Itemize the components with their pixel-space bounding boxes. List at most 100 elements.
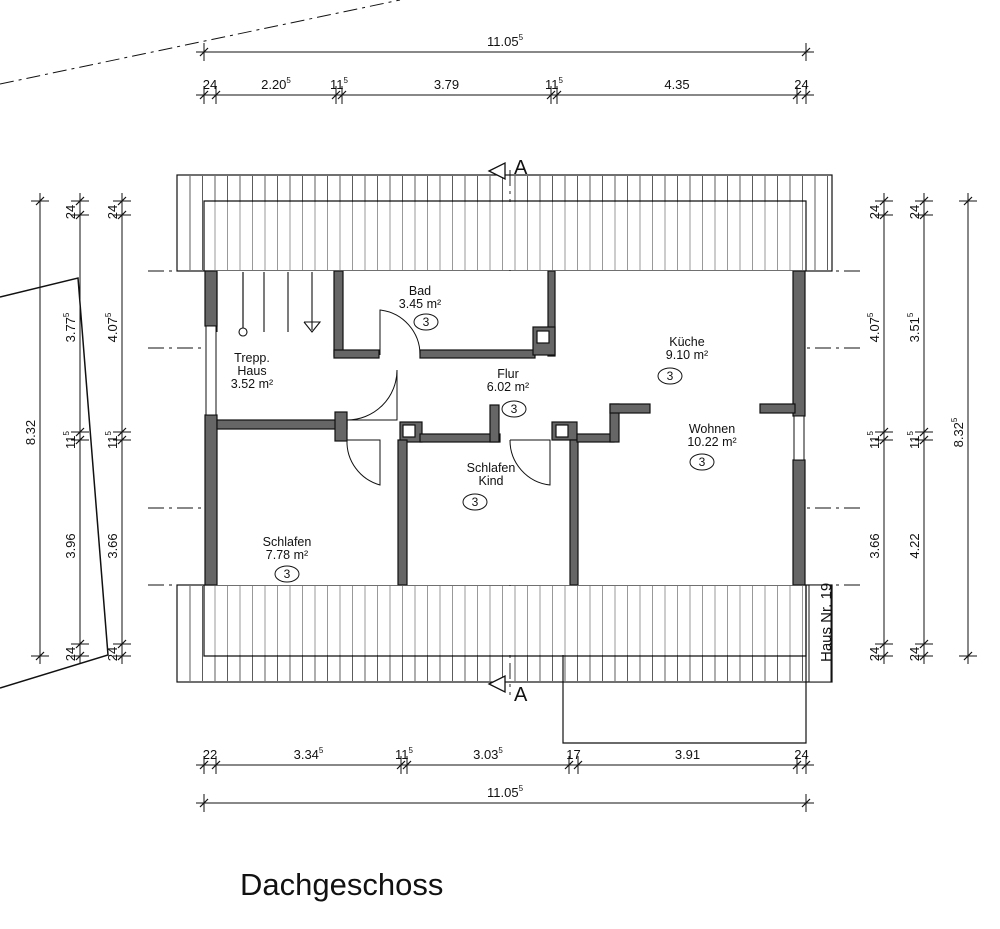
room-badge-number: 3	[423, 315, 430, 329]
right-dimension-b-value: 24	[907, 647, 922, 661]
wall	[489, 404, 500, 443]
left-dimension-b-tick	[117, 639, 127, 649]
top-dimension-value: 24	[203, 77, 217, 92]
top-dimension-value: 2.205	[261, 76, 291, 92]
neighbour-boundary-dashed	[0, 0, 401, 85]
room-label: Schlafen	[263, 535, 312, 549]
right-dimension-a-tick	[879, 435, 889, 445]
door-swings	[346, 309, 551, 486]
right-dimension-a-tick	[879, 210, 889, 220]
top-dimension-value: 115	[330, 76, 349, 92]
left-dimension-a-tick	[75, 639, 85, 649]
bottom-total-dimension-tick	[801, 798, 811, 808]
walls	[204, 161, 806, 694]
bottom-dimension-tick	[792, 760, 802, 770]
left-total-dimension-tick	[35, 651, 45, 661]
bottom-dimension-value: 22	[203, 747, 217, 762]
room-badge	[413, 313, 439, 331]
wall	[609, 403, 651, 414]
room-label: Trepp.Haus	[234, 351, 270, 378]
column	[536, 330, 550, 344]
left-dimension-a-value: 24	[63, 647, 78, 661]
bottom-dimension-value: 3.345	[294, 746, 324, 762]
top-dimension-tick	[331, 90, 341, 100]
wall	[792, 270, 806, 417]
bottom-dimension-value: 17	[566, 747, 580, 762]
bottom-dimension-tick	[211, 760, 221, 770]
bottom-dimension-tick	[573, 760, 583, 770]
section-arrow-bottom	[487, 674, 506, 694]
window-left	[205, 325, 217, 416]
wall	[569, 439, 579, 586]
wall	[397, 439, 408, 586]
left-dimension-b-tick	[117, 196, 127, 206]
door-schlafen	[346, 439, 381, 486]
bottom-dimension-value: 3.035	[473, 746, 503, 762]
right-dimension-b-value: 115	[906, 430, 922, 449]
left-dimension-b-value: 24	[105, 205, 120, 219]
wall	[759, 403, 796, 414]
right-dimension-b-value: 4.22	[907, 533, 922, 558]
left-dimension-a-tick	[75, 210, 85, 220]
neighbour-boundary	[0, 277, 109, 689]
left-dimension-b-value: 3.66	[105, 533, 120, 558]
left-dimension-a-tick	[75, 196, 85, 206]
bottom-dimension-value: 24	[794, 747, 808, 762]
room-area: 3.45 m²	[399, 297, 441, 311]
wall	[333, 349, 380, 359]
right-total-dimension-tick	[963, 196, 973, 206]
top-dimension-tick	[792, 90, 802, 100]
right-total-dimension-tick	[963, 651, 973, 661]
room-badge-number: 3	[284, 567, 291, 581]
room-label: Wohnen	[689, 422, 735, 436]
room-area: 3.52 m²	[231, 377, 273, 391]
left-dimension-a-tick	[75, 435, 85, 445]
left-total-dimension-tick	[35, 196, 45, 206]
window-right	[793, 415, 805, 461]
top-dimension-tick	[199, 90, 209, 100]
left-dimension-b-value: 4.075	[104, 312, 120, 342]
door-kind	[509, 439, 551, 486]
bottom-total-dimension-value: 11.055	[487, 784, 524, 800]
wall	[334, 411, 348, 442]
room-label: Flur	[497, 367, 519, 381]
room-badge-number: 3	[511, 402, 518, 416]
top-dimension-tick	[211, 90, 221, 100]
room-area: 10.22 m²	[687, 435, 736, 449]
house-number-strip	[808, 584, 832, 683]
bottom-dimension-tick	[801, 760, 811, 770]
wall	[204, 414, 218, 586]
door-bad	[379, 309, 421, 356]
wall	[792, 459, 806, 586]
room-badge-number: 3	[472, 495, 479, 509]
room-badge	[501, 400, 527, 418]
right-dimension-b-tick	[919, 210, 929, 220]
stair-section-outline	[562, 585, 807, 744]
wall	[419, 433, 501, 443]
room-badge-number: 3	[667, 369, 674, 383]
roof-hatching	[176, 174, 833, 744]
room-badge	[462, 493, 488, 511]
top-dimension-value: 24	[794, 77, 808, 92]
top-total-dimension-value: 11.055	[487, 33, 524, 49]
left-dimension-a-value: 3.96	[63, 533, 78, 558]
left-dimension-a-tick	[75, 427, 85, 437]
room-badge-number: 3	[699, 455, 706, 469]
left-dimension-b-tick	[117, 651, 127, 661]
room-label: Küche	[669, 335, 704, 349]
wall	[204, 270, 218, 327]
stair-start-marker	[238, 327, 248, 337]
wall	[547, 270, 556, 357]
left-dimension-a-tick	[75, 651, 85, 661]
bottom-dimension-tick	[402, 760, 412, 770]
section-label-top: A	[514, 157, 528, 179]
right-dimension-a-tick	[879, 639, 889, 649]
left-dimension-b-tick	[117, 435, 127, 445]
bottom-total-dimension-tick	[199, 798, 209, 808]
top-total-dimension-tick	[199, 47, 209, 57]
house-number-label: Haus Nr. 19	[818, 583, 835, 662]
top-dimension-tick	[801, 90, 811, 100]
bottom-dimension-value: 3.91	[675, 747, 700, 762]
